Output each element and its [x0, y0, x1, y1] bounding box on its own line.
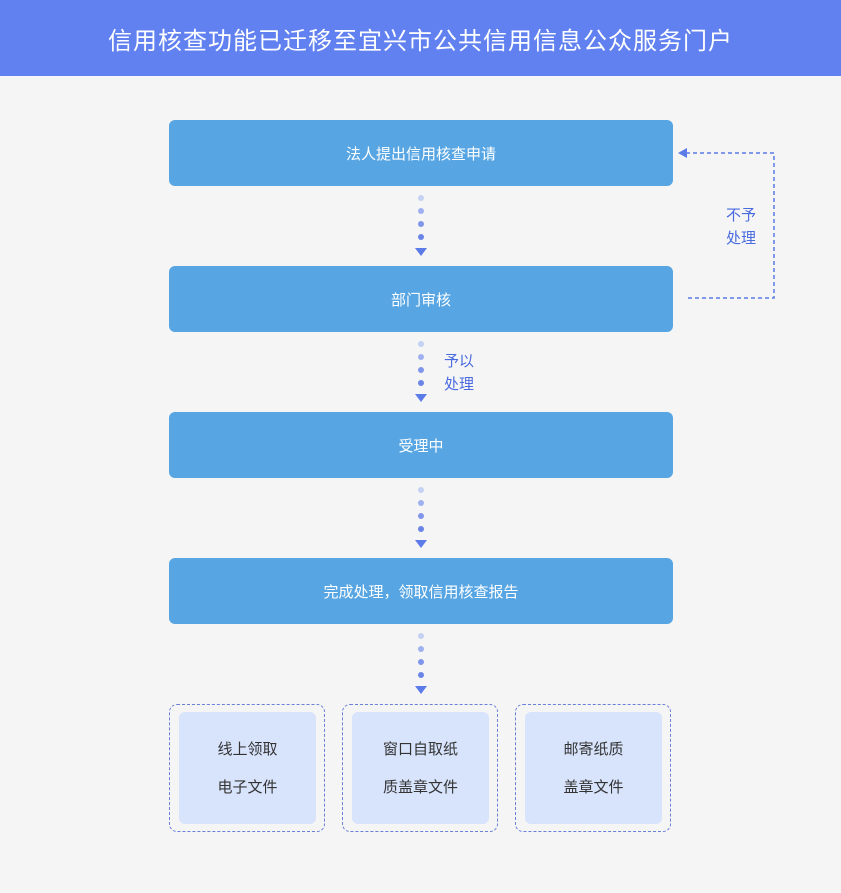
arrow-down-icon	[415, 394, 427, 402]
page-title: 信用核查功能已迁移至宜兴市公共信用信息公众服务门户	[108, 26, 733, 55]
option-window-line2: 质盖章文件	[382, 778, 458, 796]
step-apply: 法人提出信用核查申请	[169, 120, 673, 186]
step-complete-label: 完成处理，领取信用核查报告	[323, 582, 519, 601]
option-online-line1: 线上领取	[217, 740, 278, 758]
option-window-line1: 窗口自取纸	[382, 740, 458, 758]
step-apply-label: 法人提出信用核查申请	[345, 144, 496, 163]
approve-label: 予以 处理	[444, 352, 475, 393]
option-mail-line2: 盖章文件	[563, 778, 624, 796]
arrow-down-icon	[415, 248, 427, 256]
reject-label: 不予 处理	[726, 206, 757, 247]
arrow-left-icon	[678, 148, 687, 158]
option-online-line2: 电子文件	[217, 778, 278, 796]
step-processing: 受理中	[169, 412, 673, 478]
option-mail: 邮寄纸质 盖章文件	[515, 704, 671, 832]
option-online: 线上领取 电子文件	[169, 704, 325, 832]
step-department-review: 部门审核	[169, 266, 673, 332]
page-header: 信用核查功能已迁移至宜兴市公共信用信息公众服务门户	[0, 0, 841, 76]
option-window-pickup: 窗口自取纸 质盖章文件	[342, 704, 498, 832]
arrow-down-icon	[415, 540, 427, 548]
step-complete: 完成处理，领取信用核查报告	[169, 558, 673, 624]
step-review-label: 部门审核	[390, 290, 451, 309]
step-processing-label: 受理中	[398, 436, 444, 455]
option-mail-line1: 邮寄纸质	[563, 740, 624, 758]
arrow-down-icon	[415, 686, 427, 694]
